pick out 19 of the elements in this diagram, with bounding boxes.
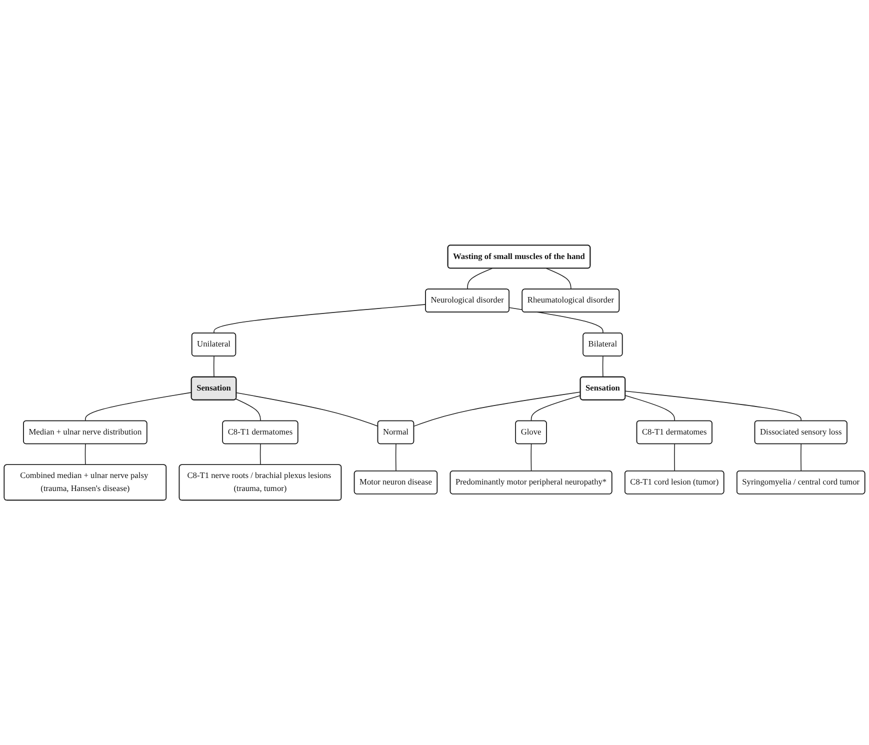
connector (260, 443, 261, 466)
connector (530, 443, 532, 472)
connector (624, 394, 676, 422)
connector (467, 268, 493, 290)
connector (213, 356, 214, 378)
connector (85, 392, 192, 422)
connector (546, 268, 572, 290)
connector (214, 304, 426, 334)
connector (395, 443, 396, 472)
connector (508, 307, 604, 334)
connector (236, 392, 378, 426)
connector (84, 443, 86, 466)
connector (674, 443, 676, 472)
connector (530, 394, 581, 422)
connector (602, 356, 604, 378)
connector (414, 391, 581, 426)
connector (624, 390, 802, 422)
connector (800, 443, 802, 472)
connector (236, 398, 261, 422)
